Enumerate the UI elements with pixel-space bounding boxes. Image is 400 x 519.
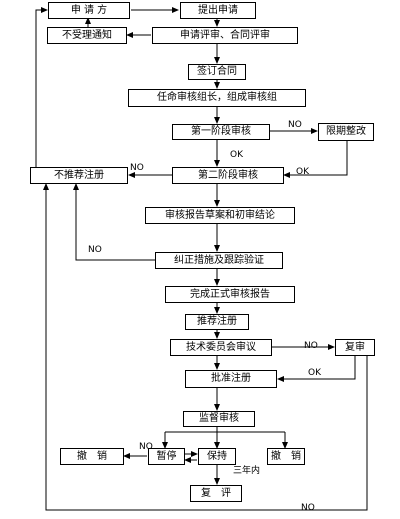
label-no-corrective: NO [88, 245, 102, 255]
revoke-left-box: 撤 销 [60, 448, 124, 465]
not-accepted-notice-box: 不受理通知 [47, 27, 127, 44]
label-no-stage1: NO [288, 120, 302, 130]
draft-report-box: 审核报告草案和初审结论 [145, 207, 295, 224]
technical-committee-review-box: 技术委员会审议 [170, 339, 272, 356]
sign-contract-box: 签订合同 [188, 64, 246, 80]
reaudit-box: 复审 [335, 339, 375, 356]
not-recommend-registration-box: 不推荐注册 [30, 167, 128, 184]
recertification-box: 复 评 [190, 485, 242, 502]
stage-two-audit-box: 第二阶段审核 [172, 167, 284, 184]
edge-notrecommend-applicant [35, 7, 48, 170]
label-no-bottom: NO [301, 503, 315, 513]
suspend-box: 暂停 [148, 448, 185, 465]
submit-application-box: 提出申请 [180, 2, 256, 19]
final-report-box: 完成正式审核报告 [165, 286, 295, 303]
surveillance-audit-box: 监督审核 [183, 411, 255, 427]
label-three-years: 三年内 [233, 466, 261, 476]
label-no-committee: NO [304, 341, 318, 351]
label-ok-stage1: OK [230, 150, 243, 160]
edge-corrective-notrecommend [73, 183, 155, 261]
approve-registration-box: 批准注册 [185, 370, 277, 388]
edge-rectify-stage2 [283, 140, 348, 178]
label-ok-reaudit: OK [308, 368, 321, 378]
appoint-audit-team-box: 任命审核组长，组成审核组 [128, 89, 306, 107]
revoke-right-box: 撤 销 [267, 448, 305, 465]
edge-reaudit-approve [277, 356, 356, 382]
application-contract-review-box: 申请评审、合同评审 [152, 27, 298, 44]
maintain-box: 保持 [198, 448, 236, 465]
label-ok-rectify: OK [296, 167, 309, 177]
stage-one-audit-box: 第一阶段审核 [172, 124, 270, 140]
label-no-stage2: NO [130, 163, 144, 173]
edge-reaudit-notrecommend-loop [43, 183, 368, 511]
label-no-suspend: NO [139, 442, 153, 452]
corrective-action-box: 纠正措施及跟踪验证 [155, 252, 283, 269]
rectify-deadline-box: 限期整改 [318, 123, 374, 141]
recommend-registration-box: 推荐注册 [185, 314, 249, 330]
applicant-box: 申 请 方 [48, 2, 130, 19]
